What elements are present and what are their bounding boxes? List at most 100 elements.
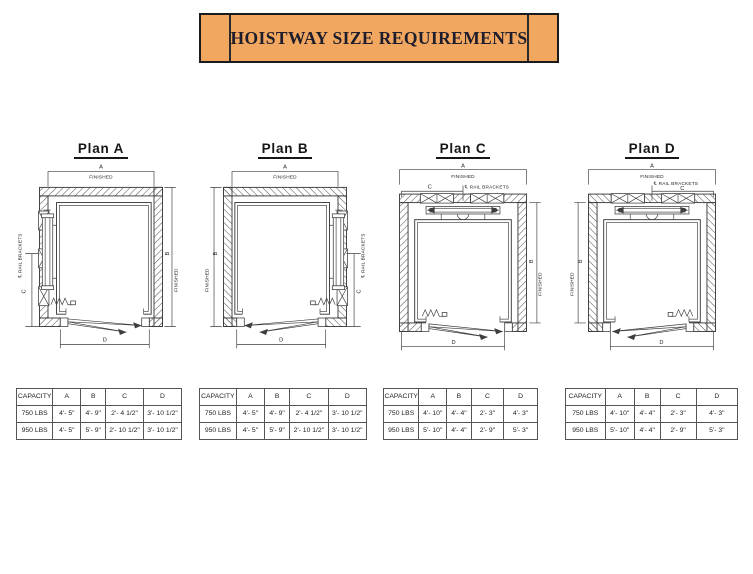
cell: 4'- 10"	[418, 405, 448, 423]
plan-b-dim-a: A	[283, 164, 287, 170]
col-header: C	[659, 388, 697, 406]
col-header: D	[327, 388, 368, 406]
plan-b-dim-c: C	[357, 289, 363, 293]
cell: 4'- 5"	[235, 405, 266, 423]
cell: 5'- 3"	[503, 422, 538, 440]
cell: 4'- 5"	[52, 422, 82, 440]
size-table-plan-a: CAPACITY A B C D 750 LBS 4'- 5" 4'- 9" 2…	[15, 388, 182, 440]
cell: 950 LBS	[565, 422, 606, 440]
cell: 750 LBS	[382, 405, 420, 423]
banner-center-cell: HOISTWAY SIZE REQUIREMENTS	[231, 15, 528, 61]
plan-a-rail-brackets-label: ℄ RAIL BRACKETS	[18, 233, 24, 278]
plan-c-title: Plan C	[372, 141, 554, 159]
size-table-plan-c: CAPACITY A B C D 750 LBS 4'- 10" 4'- 4" …	[382, 388, 538, 440]
col-header: B	[633, 388, 661, 406]
col-header: CAPACITY	[199, 388, 237, 406]
plan-a: Plan A A FINISHED B FINISHED C ℄ RAIL BR…	[10, 141, 192, 353]
col-header: C	[289, 388, 329, 406]
plan-a-title: Plan A	[10, 141, 192, 159]
plan-c-dim-a: A	[461, 164, 465, 170]
table-row: 750 LBS 4'- 5" 4'- 9" 2'- 4 1/2" 3'- 10 …	[199, 405, 368, 423]
cell: 2'- 10 1/2"	[105, 422, 145, 440]
plan-d-dim-a: A	[650, 164, 654, 170]
page-title: HOISTWAY SIZE REQUIREMENTS	[230, 27, 528, 48]
plan-d-title: Plan D	[561, 141, 743, 159]
cell: 3'- 10 1/2"	[327, 405, 368, 423]
plan-b-finished-top: FINISHED	[273, 174, 297, 180]
cell: 750 LBS	[565, 405, 606, 423]
cell: 2'- 4 1/2"	[105, 405, 145, 423]
cell: 2'- 10 1/2"	[289, 422, 329, 440]
col-header: B	[446, 388, 472, 406]
plan-d-finished-side: FINISHED	[569, 272, 575, 296]
cell: 5'- 9"	[80, 422, 107, 440]
table-header-row: CAPACITY A B C D	[565, 388, 739, 406]
cell: 4'- 4"	[446, 422, 472, 440]
plan-b-dim-d: D	[279, 338, 283, 344]
plan-c: Plan C A FINISHED C ℄ RAIL BRACKETS B FI…	[372, 141, 554, 358]
cell: 950 LBS	[382, 422, 420, 440]
plan-b-dim-b: B	[213, 252, 219, 256]
plan-c-drawing: A FINISHED C ℄ RAIL BRACKETS B FINISHED …	[399, 164, 544, 351]
table-row: 750 LBS 4'- 5" 4'- 9" 2'- 4 1/2" 3'- 10 …	[15, 405, 182, 423]
col-header: B	[264, 388, 291, 406]
col-header: B	[80, 388, 107, 406]
cell: 3'- 10 1/2"	[143, 405, 182, 423]
table-header-row: CAPACITY A B C D	[199, 388, 368, 406]
cell: 2'- 9"	[659, 422, 697, 440]
col-header: CAPACITY	[15, 388, 54, 406]
cell: 2'- 3"	[659, 405, 697, 423]
plan-a-drawing: A FINISHED B FINISHED C ℄ RAIL BRACKETS …	[18, 164, 180, 349]
plan-d-geometry	[573, 168, 716, 351]
col-header: A	[418, 388, 448, 406]
cell: 750 LBS	[15, 405, 54, 423]
cell: 2'- 3"	[470, 405, 505, 423]
col-header: CAPACITY	[565, 388, 606, 406]
cell: 4'- 10"	[604, 405, 635, 423]
cell: 4'- 4"	[633, 405, 661, 423]
col-header: D	[143, 388, 182, 406]
plan-d: Plan D A FINISHED ℄ RAIL BRACKETS C B FI…	[561, 141, 743, 358]
cell: 4'- 3"	[503, 405, 538, 423]
table-row: 750 LBS 4'- 10" 4'- 4" 2'- 3" 4'- 3"	[565, 405, 739, 423]
cell: 5'- 10"	[418, 422, 448, 440]
banner-left-cell	[201, 15, 231, 61]
plan-b-drawing: A FINISHED B FINISHED C ℄ RAIL BRACKETS …	[204, 164, 366, 349]
plan-d-dim-d: D	[659, 340, 663, 346]
plan-a-finished-side: FINISHED	[174, 268, 180, 292]
title-banner: HOISTWAY SIZE REQUIREMENTS	[199, 13, 559, 63]
table-row: 950 LBS 5'- 10" 4'- 4" 2'- 9" 5'- 3"	[382, 422, 538, 440]
plan-c-dim-d: D	[451, 340, 455, 346]
cell: 4'- 3"	[695, 405, 739, 423]
size-table-plan-d: CAPACITY A B C D 750 LBS 4'- 10" 4'- 4" …	[565, 388, 739, 440]
plan-d-drawing: A FINISHED ℄ RAIL BRACKETS C B FINISHED …	[569, 164, 716, 351]
cell: 5'- 3"	[695, 422, 739, 440]
col-header: A	[52, 388, 82, 406]
plan-b-finished-side: FINISHED	[204, 268, 210, 292]
plan-a-finished-top: FINISHED	[89, 174, 113, 180]
plan-d-finished-top: FINISHED	[640, 174, 664, 180]
col-header: A	[235, 388, 266, 406]
table-row: 750 LBS 4'- 10" 4'- 4" 2'- 3" 4'- 3"	[382, 405, 538, 423]
cell: 4'- 4"	[633, 422, 661, 440]
col-header: CAPACITY	[382, 388, 420, 406]
plan-a-geometry	[24, 170, 177, 349]
plan-a-dim-b: B	[165, 252, 171, 256]
plan-b-rail-brackets-label: ℄ RAIL BRACKETS	[360, 233, 366, 278]
banner-right-cell	[527, 15, 557, 61]
plan-d-dim-b: B	[578, 259, 584, 263]
table-row: 950 LBS 4'- 5" 5'- 9" 2'- 10 1/2" 3'- 10…	[15, 422, 182, 440]
plan-a-dim-d: D	[103, 338, 107, 344]
cell: 4'- 9"	[264, 405, 291, 423]
plan-c-dim-c: C	[428, 184, 432, 190]
plan-b: Plan B A FINISHED B FINISHED C ℄ RAIL BR…	[194, 141, 376, 353]
cell: 4'- 5"	[52, 405, 82, 423]
plan-c-finished-side: FINISHED	[538, 272, 544, 296]
table-header-row: CAPACITY A B C D	[382, 388, 538, 406]
cell: 3'- 10 1/2"	[143, 422, 182, 440]
col-header: D	[503, 388, 538, 406]
plan-b-title: Plan B	[194, 141, 376, 159]
table-header-row: CAPACITY A B C D	[15, 388, 182, 406]
plan-d-dim-c: C	[680, 186, 684, 192]
